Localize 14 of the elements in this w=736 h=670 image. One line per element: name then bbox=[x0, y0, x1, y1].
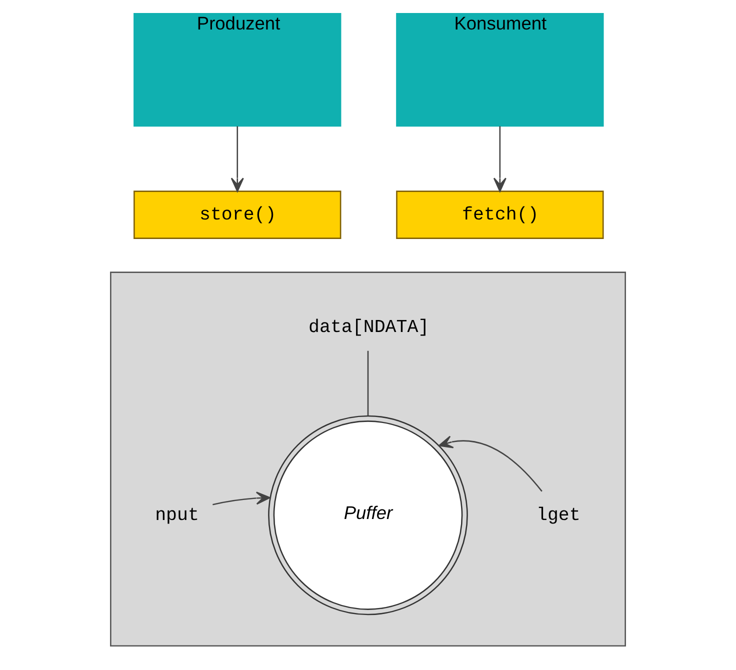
node-text: data[NDATA] bbox=[308, 318, 430, 338]
node-box: store() bbox=[134, 190, 342, 239]
node-circle: Puffer bbox=[268, 415, 468, 616]
node-box: fetch() bbox=[396, 190, 604, 239]
arrow bbox=[438, 436, 542, 492]
connector bbox=[367, 350, 369, 416]
node-box: Konsument bbox=[396, 13, 604, 127]
node-text: lget bbox=[536, 506, 580, 526]
node-box: Produzent bbox=[134, 13, 342, 127]
arrow bbox=[230, 126, 244, 192]
arrow bbox=[212, 492, 270, 506]
node-text: nput bbox=[155, 506, 199, 526]
cluster bbox=[110, 272, 626, 647]
arrow bbox=[493, 126, 506, 192]
